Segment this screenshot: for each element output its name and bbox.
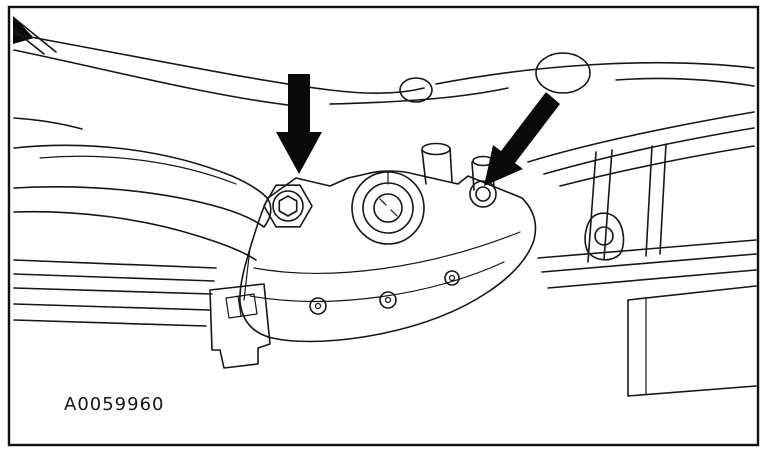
frame-rails	[13, 239, 757, 327]
sensor-outline	[239, 170, 537, 343]
figure-border	[7, 5, 760, 447]
bracket-tab	[584, 212, 625, 261]
small-grommet-circle	[399, 77, 433, 103]
engine-background-lines	[13, 16, 755, 187]
wiring-harness	[13, 144, 272, 261]
sensor-face-bolt	[379, 291, 397, 309]
sensor-face-bolt	[309, 297, 327, 315]
sensor-mounting-bolt-left	[263, 184, 313, 228]
callout-arrows	[276, 74, 560, 186]
electrical-connector	[209, 283, 271, 369]
sensor-cylinder-post	[421, 142, 453, 185]
right-side-structure	[584, 143, 757, 397]
bracket-hole	[594, 226, 614, 246]
figure-id-label: A0059960	[64, 394, 164, 415]
transmission-range-sensor	[239, 142, 537, 343]
large-grommet-circle	[535, 52, 591, 94]
sensor-face-bolt	[444, 270, 460, 286]
arrow-down-icon	[276, 74, 322, 174]
arrow-down-left-icon	[484, 92, 560, 186]
